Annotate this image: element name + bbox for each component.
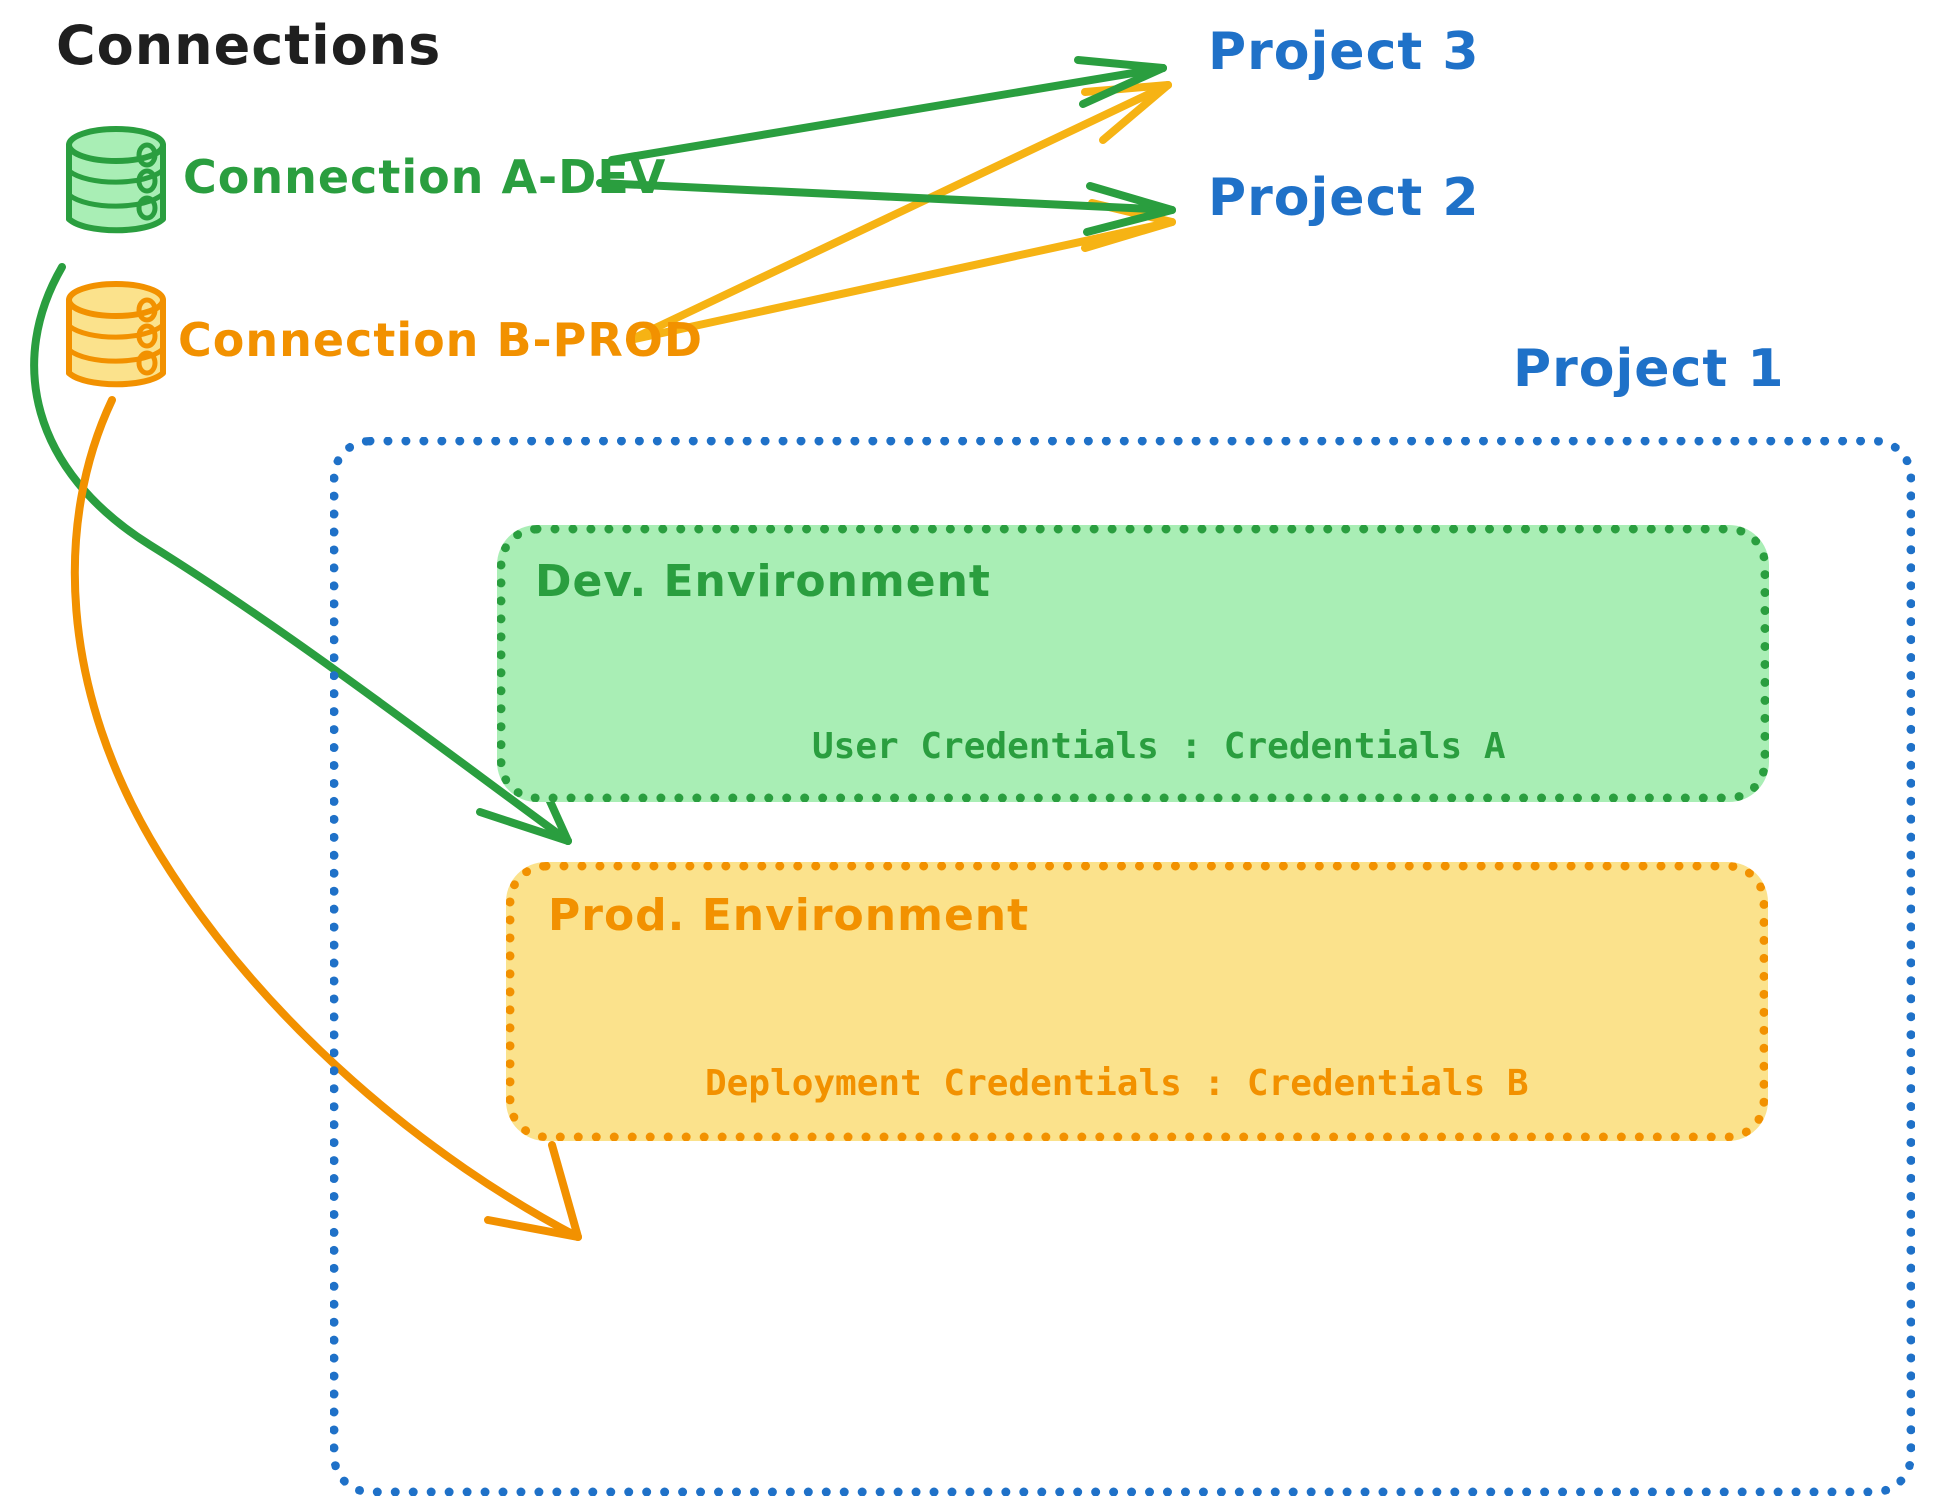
edge-bprod-to-project3 [626, 81, 1172, 344]
connection-label-b-prod[interactable]: Connection B-PROD [178, 313, 704, 367]
database-icon-a-dev [66, 126, 166, 234]
dev-environment-title: Dev. Environment [535, 556, 991, 607]
prod-environment-title: Prod. Environment [548, 890, 1030, 941]
project1-container-box [330, 437, 1915, 1496]
project-label-project3[interactable]: Project 3 [1208, 22, 1480, 82]
edge-adev-to-project2 [596, 179, 1176, 236]
prod-environment-credentials: Deployment Credentials : Credentials B [705, 1063, 1529, 1104]
database-icon-b-prod [66, 281, 166, 388]
edge-bprod-to-project2 [626, 199, 1176, 344]
page-title: Connections [56, 14, 442, 77]
project-label-project1[interactable]: Project 1 [1513, 339, 1785, 399]
edge-adev-to-project3 [608, 56, 1167, 164]
dev-environment-box[interactable] [497, 525, 1769, 802]
dev-environment-credentials: User Credentials : Credentials A [812, 726, 1506, 767]
prod-environment-box[interactable] [506, 862, 1768, 1141]
connection-label-a-dev[interactable]: Connection A-DEV [183, 150, 667, 204]
project-label-project2[interactable]: Project 2 [1208, 168, 1480, 228]
